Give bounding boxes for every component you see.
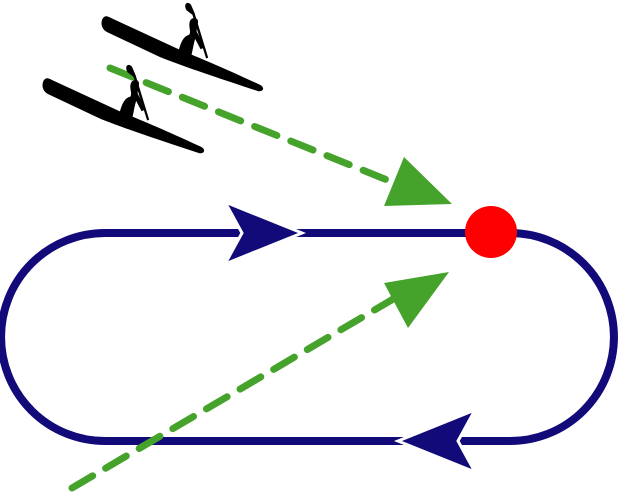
kayak-icon: [98, 0, 268, 92]
direction-arrow-left: [393, 407, 479, 475]
upper-approach-arrowhead: [384, 157, 452, 206]
lower-approach-path: [68, 291, 404, 492]
circuit-loop: [0, 229, 618, 445]
upper-approach-path: [106, 64, 406, 190]
direction-arrow-right: [221, 199, 307, 267]
lower-approach-arrowhead: [384, 272, 449, 328]
meeting-point-marker: [465, 206, 517, 258]
